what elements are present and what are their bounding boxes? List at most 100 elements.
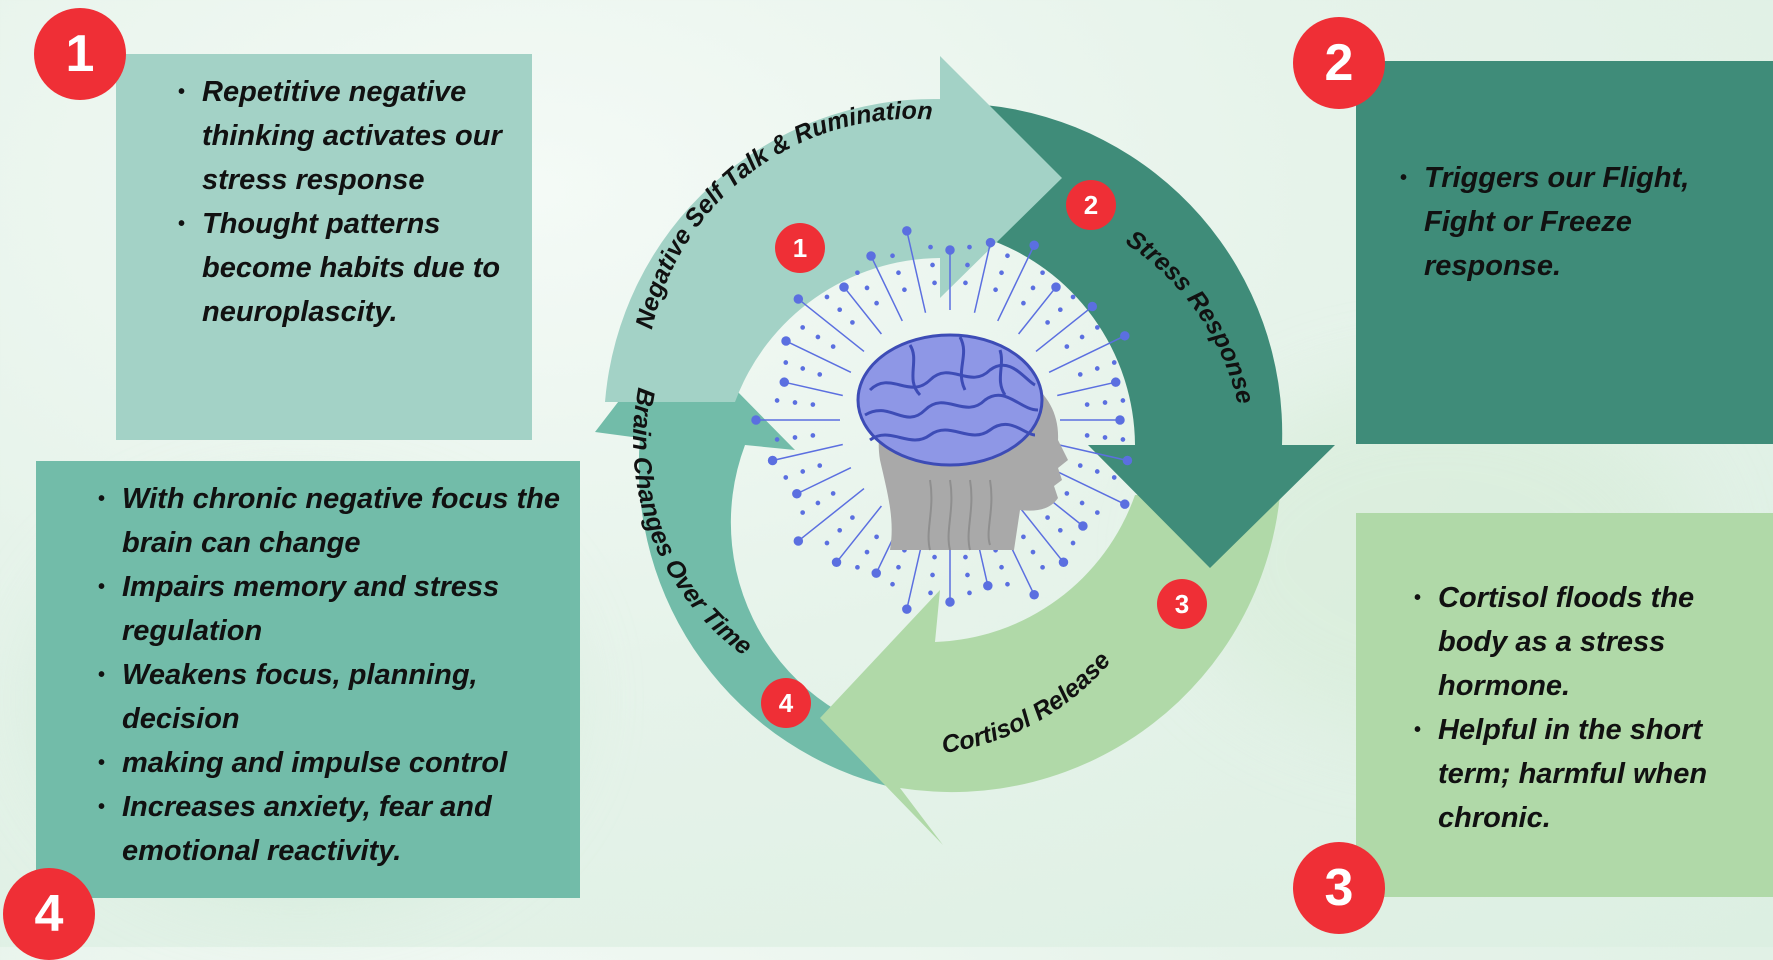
spark-dot <box>967 244 972 250</box>
spark-dot <box>837 307 843 313</box>
spark-dot <box>1077 372 1083 377</box>
spark-dot <box>896 564 901 570</box>
spark-line <box>1048 467 1126 505</box>
spark-dot <box>1094 510 1100 515</box>
step-3-bullet: Cortisol floods the body as a stress hor… <box>1410 576 1758 708</box>
spark-dot <box>1057 527 1063 533</box>
step-4-bullet: making and impulse control <box>94 741 570 785</box>
spark-dot <box>831 557 842 568</box>
spark-dot <box>810 433 816 438</box>
spark-line <box>1035 305 1093 353</box>
spark-dot <box>815 500 821 506</box>
spark-line <box>1048 335 1126 373</box>
spark-line <box>796 467 852 495</box>
svg-text:2: 2 <box>1084 190 1098 220</box>
spark-dot <box>850 515 855 520</box>
spark-dot <box>850 320 855 325</box>
step-4-bullet: Impairs memory and stress regulation <box>94 565 570 653</box>
spark-dot <box>1045 320 1050 325</box>
spark-dot <box>1111 475 1117 480</box>
spark-dot <box>864 285 870 291</box>
spark-dot <box>800 366 806 371</box>
spark-dot <box>830 344 836 349</box>
spark-line <box>1017 505 1065 563</box>
spark-dot <box>1021 534 1026 540</box>
spark-dot <box>824 294 830 300</box>
step-4-bullet: With chronic negative focus the brain ca… <box>94 477 570 565</box>
spark-dot <box>793 536 804 546</box>
spark-dot <box>932 554 937 560</box>
spark-dot <box>902 604 912 614</box>
spark-dot <box>1005 253 1010 259</box>
spark-dot <box>1079 500 1085 506</box>
spark-dot <box>1029 240 1039 250</box>
spark-dot <box>800 469 806 474</box>
spark-dot <box>855 270 860 276</box>
spark-dot <box>839 282 849 292</box>
spark-dot <box>963 280 968 286</box>
spark-dot <box>874 300 879 306</box>
spark-dot <box>985 237 996 248</box>
spark-dot <box>965 262 970 268</box>
spark-dot <box>1115 415 1125 425</box>
spark-dot <box>1040 270 1045 276</box>
spark-dot <box>928 590 933 596</box>
spark-dot <box>1058 557 1069 568</box>
spark-line <box>785 340 852 373</box>
spark-dot <box>1030 285 1036 291</box>
spark-line <box>870 255 903 322</box>
arrow-segment-3 <box>820 495 1280 845</box>
spark-dot <box>928 244 933 250</box>
spark-line <box>973 242 992 313</box>
spark-dot <box>1030 549 1036 555</box>
spark-dot <box>792 400 798 405</box>
spark-line <box>797 298 865 353</box>
arrow-segment-1 <box>605 56 1062 402</box>
spark-line <box>843 286 883 335</box>
spark-dot <box>830 491 836 496</box>
step-3-bullet: Helpful in the short term; harmful when … <box>1410 708 1758 840</box>
spark-dot <box>1102 435 1108 440</box>
spark-dot <box>1094 366 1100 371</box>
spark-dot <box>855 564 860 570</box>
spark-dot <box>930 262 935 268</box>
spark-dot <box>1102 400 1108 405</box>
spark-line <box>1017 286 1057 335</box>
brain-head-icon <box>751 226 1133 614</box>
spark-dot <box>871 568 881 578</box>
ring-badge-4: 4 <box>761 678 811 728</box>
spark-dot <box>774 437 780 442</box>
spark-dot <box>864 549 870 555</box>
step-2-badge: 2 <box>1293 17 1385 109</box>
spark-dot <box>810 402 816 407</box>
spark-dot <box>1078 521 1088 531</box>
svg-text:3: 3 <box>1175 589 1189 619</box>
spark-dot <box>999 564 1004 570</box>
spark-dot <box>792 435 798 440</box>
spark-dot <box>1120 437 1126 442</box>
spark-dot <box>963 554 968 560</box>
spark-line <box>1057 381 1116 397</box>
spark-dot <box>1110 377 1121 387</box>
spark-line <box>997 244 1035 322</box>
spark-dot <box>932 280 937 286</box>
spark-dot <box>1040 564 1045 570</box>
step-2-bullet: Triggers our Flight, Fight or Freeze res… <box>1396 156 1754 288</box>
spark-dot <box>800 510 806 515</box>
spark-dot <box>896 270 901 276</box>
spark-dot <box>1064 344 1070 349</box>
arrow-segment-4 <box>595 328 935 788</box>
spark-dot <box>779 377 790 387</box>
spark-dot <box>999 270 1004 276</box>
spark-line <box>1057 443 1128 462</box>
spark-dot <box>837 527 843 533</box>
spark-dot <box>781 336 791 346</box>
spark-dot <box>1094 469 1100 474</box>
spark-dot <box>1045 515 1050 520</box>
spark-dot <box>1120 398 1126 403</box>
spark-dot <box>1005 581 1010 587</box>
ring-badge-3: 3 <box>1157 579 1207 629</box>
spark-dot <box>817 372 823 377</box>
spark-dot <box>1057 307 1063 313</box>
